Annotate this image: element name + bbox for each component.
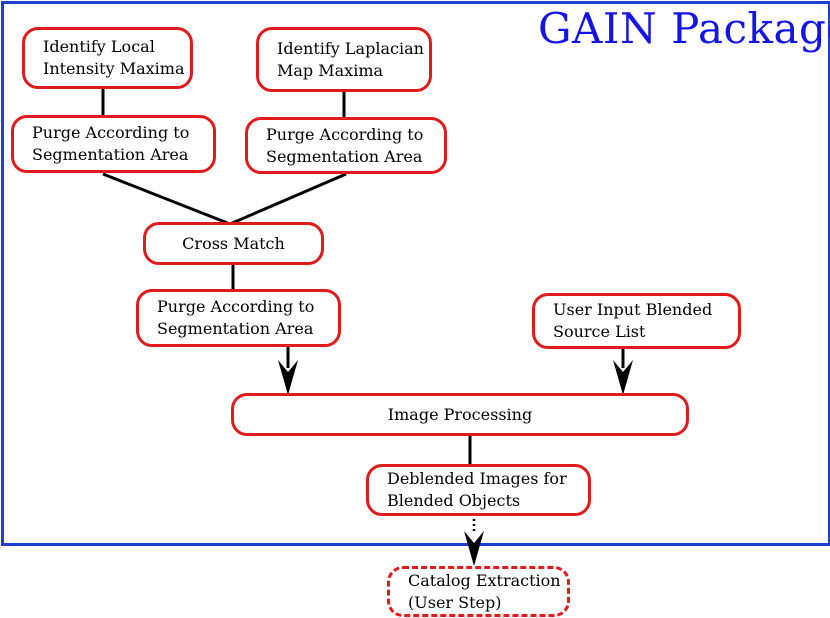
purge-after-match-line2: Segmentation Area: [157, 319, 314, 338]
user-input-box: User Input Blended Source List: [532, 293, 741, 349]
purge-right-box: Purge According to Segmentation Area: [245, 117, 447, 174]
purge-left-box: Purge According to Segmentation Area: [11, 115, 216, 173]
identify-local-maxima-box: Identify Local Intensity Maxima: [22, 27, 193, 89]
catalog-extraction-box: Catalog Extraction (User Step): [387, 566, 570, 617]
purge-right-line2: Segmentation Area: [266, 146, 423, 166]
connector-purge-right-to-merge: [229, 172, 347, 226]
deblended-line1: Deblended Images for: [387, 469, 567, 488]
purge-after-match-box: Purge According to Segmentation Area: [136, 289, 341, 347]
identify-laplacian-line1: Identify Laplacian: [277, 38, 424, 58]
identify-laplacian-maxima-box: Identify Laplacian Map Maxima: [256, 27, 432, 92]
catalog-extraction-line2: (User Step): [408, 592, 502, 612]
user-input-line1: User Input Blended: [553, 300, 713, 319]
purge-left-line2: Segmentation Area: [32, 145, 189, 164]
cross-match-box: Cross Match: [143, 222, 324, 265]
identify-local-line1: Identify Local: [43, 37, 155, 56]
connector-purge-left-to-merge: [102, 172, 231, 226]
arrowhead-to-catalog: [464, 531, 484, 566]
cross-match-label: Cross Match: [182, 233, 285, 253]
user-input-line2: Source List: [553, 322, 646, 341]
catalog-extraction-line1: Catalog Extraction: [408, 570, 561, 590]
gain-package-frame: [1, 1, 830, 546]
image-processing-label: Image Processing: [387, 404, 533, 424]
identify-laplacian-line2: Map Maxima: [277, 60, 384, 80]
arrowhead-to-image-processing-right: [613, 360, 633, 395]
deblended-line2: Blended Objects: [387, 491, 521, 510]
purge-right-line1: Purge According to: [266, 124, 424, 144]
image-processing-box: Image Processing: [231, 393, 689, 436]
arrowhead-to-image-processing-left: [278, 360, 298, 395]
deblended-images-box: Deblended Images for Blended Objects: [366, 464, 591, 516]
purge-after-match-line1: Purge According to: [157, 297, 315, 316]
identify-local-line2: Intensity Maxima: [43, 59, 185, 78]
package-title: GAIN Package: [538, 4, 830, 53]
purge-left-line1: Purge According to: [32, 123, 190, 142]
